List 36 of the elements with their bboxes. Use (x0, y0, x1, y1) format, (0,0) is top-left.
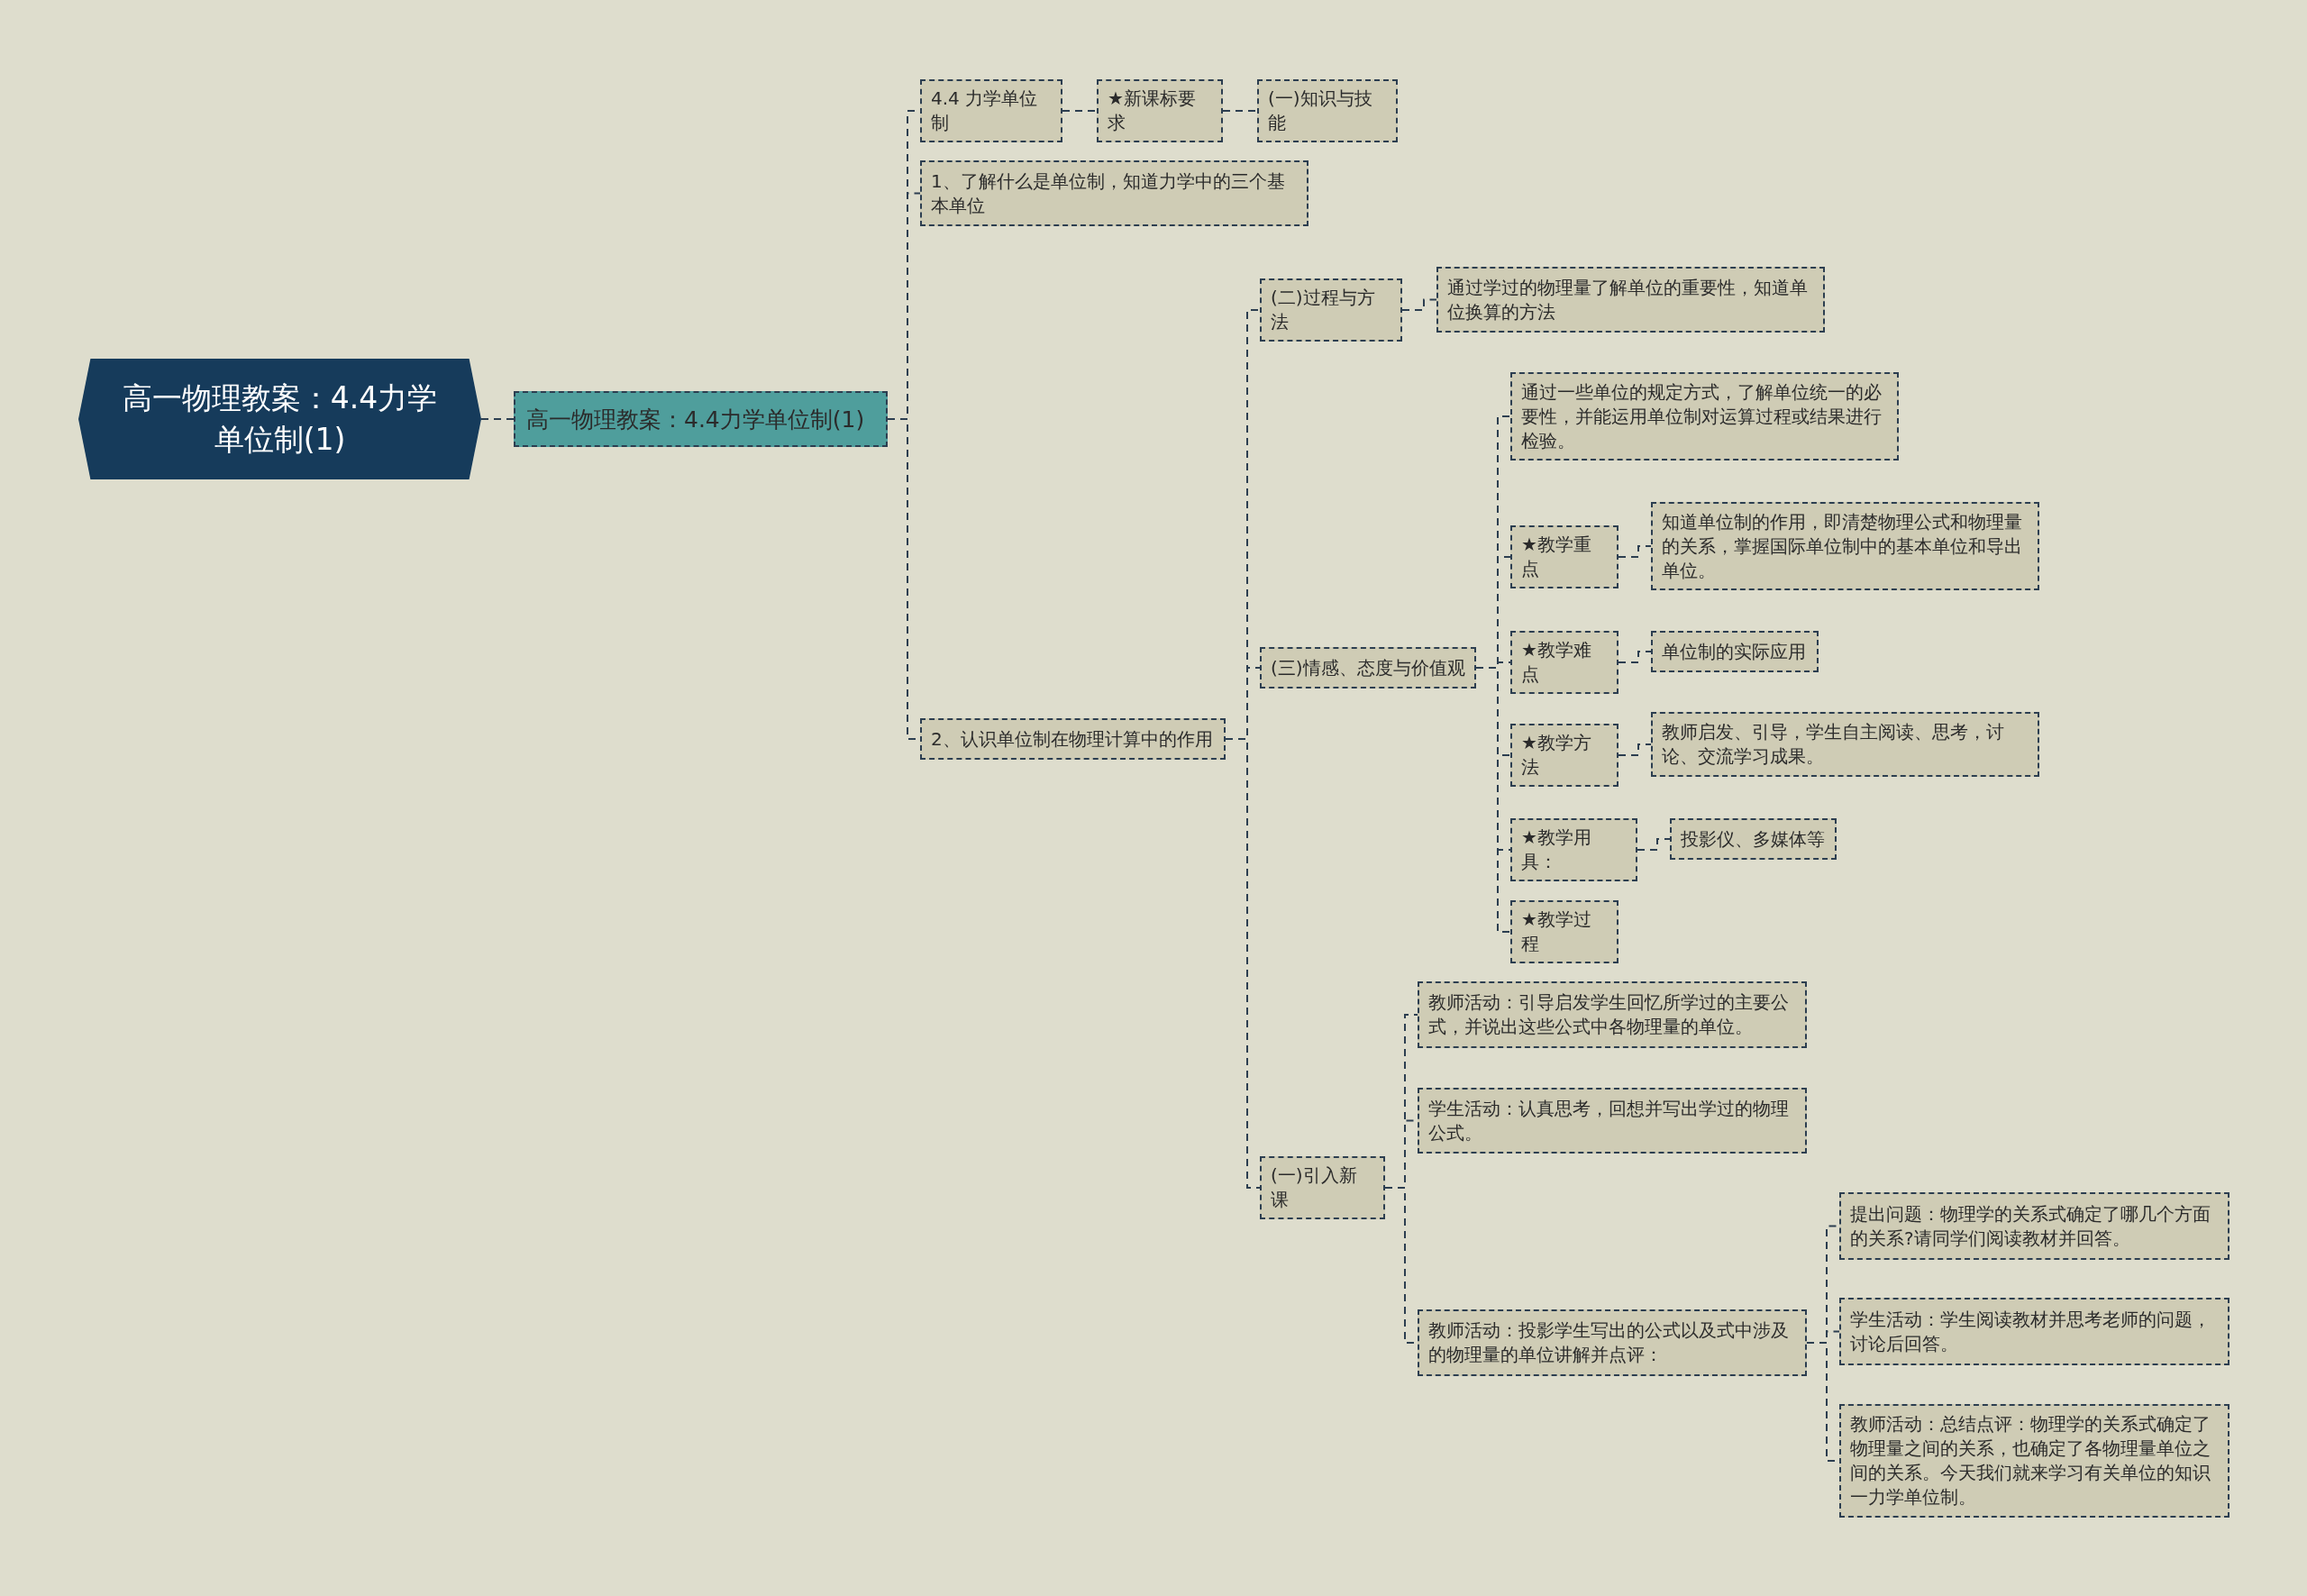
topic-box: (一)引入新课 (1260, 1156, 1385, 1219)
topic-box: (三)情感、态度与价值观 (1260, 647, 1476, 689)
topic-box: ★教学重点 (1510, 525, 1619, 588)
topic-box: ★教学用具： (1510, 818, 1637, 881)
connector-line (1618, 651, 1652, 663)
topic-box: (一)知识与技能 (1257, 79, 1398, 142)
connector-line (1618, 545, 1652, 558)
topic-box: 1、了解什么是单位制，知道力学中的三个基本单位 (920, 160, 1309, 226)
topic-box: 通过一些单位的规定方式，了解单位统一的必要性，并能运用单位制对运算过程或结果进行检验。 (1510, 372, 1899, 461)
connector-line (1618, 743, 1652, 756)
root-topic-hexagon: 高一物理教案：4.4力学单位制(1) (78, 359, 481, 479)
topic-box: 投影仪、多媒体等 (1670, 818, 1837, 860)
connector-line (1637, 838, 1671, 851)
topic-box: 教师活动：总结点评：物理学的关系式确定了物理量之间的关系，也确定了各物理量单位之间的关系。今天我们就来学习有关单位的知识一力学单位制。 (1839, 1404, 2229, 1518)
topic-box: 教师活动：引导启发学生回忆所学过的主要公式，并说出这些公式中各物理量的单位。 (1418, 981, 1807, 1048)
topic-box: ★教学方法 (1510, 724, 1619, 787)
connector-line (480, 418, 515, 420)
connector-line (1222, 110, 1258, 112)
topic-box: ★新课标要求 (1097, 79, 1223, 142)
topic-box: 知道单位制的作用，即清楚物理公式和物理量的关系，掌握国际单位制中的基本单位和导出单位。 (1651, 502, 2039, 590)
topic-box: 教师活动：投影学生写出的公式以及式中涉及的物理量的单位讲解并点评： (1418, 1309, 1807, 1376)
topic-box: 单位制的实际应用 (1651, 631, 1819, 672)
connector-line (1401, 298, 1437, 311)
connector-line (1062, 110, 1098, 112)
topic-box: 学生活动：认真思考，回想并写出学过的物理公式。 (1418, 1088, 1807, 1154)
topic-box: ★教学难点 (1510, 631, 1619, 694)
topic-box: 4.4 力学单位制 (920, 79, 1062, 142)
connector-line (1475, 667, 1511, 933)
topic-box: 学生活动：学生阅读教材并思考老师的问题，讨论后回答。 (1839, 1298, 2229, 1365)
topic-box: 教师启发、引导，学生自主阅读、思考，讨论、交流学习成果。 (1651, 712, 2039, 777)
topic-box: 提出问题：物理学的关系式确定了哪几个方面的关系?请同学们阅读教材并回答。 (1839, 1192, 2229, 1260)
topic-box: 2、认识单位制在物理计算中的作用 (920, 718, 1226, 760)
topic-box: 通过学过的物理量了解单位的重要性，知道单位换算的方法 (1436, 267, 1825, 333)
topic-box: ★教学过程 (1510, 900, 1619, 963)
topic-box: (二)过程与方法 (1260, 278, 1402, 342)
main-topic-box: 高一物理教案：4.4力学单位制(1) (514, 391, 888, 447)
